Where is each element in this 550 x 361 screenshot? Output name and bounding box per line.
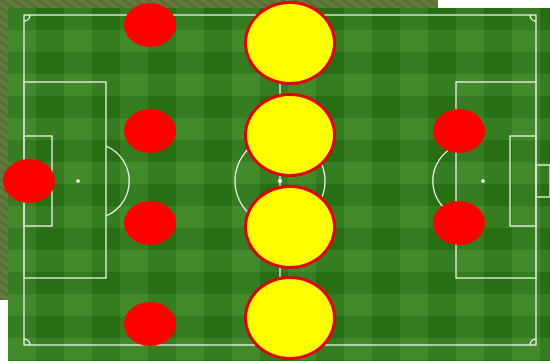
yellow-player-2: [244, 93, 336, 177]
red-player-right-2: [433, 201, 485, 245]
corner-arc-top-right: [530, 15, 536, 21]
right-goal-area: [510, 136, 536, 226]
red-player-goalkeeper: [3, 159, 55, 203]
red-player-left-1: [124, 3, 176, 47]
red-player-left-4: [124, 302, 176, 346]
red-player-right-1: [433, 109, 485, 153]
right-penalty-spot: [481, 179, 485, 183]
right-goal: [536, 165, 550, 197]
corner-arc-bottom-right: [530, 339, 536, 345]
yellow-player-4: [244, 276, 336, 360]
left-penalty-spot: [76, 179, 80, 183]
yellow-player-1: [244, 1, 336, 85]
left-penalty-arc: [106, 146, 129, 216]
red-player-left-3: [124, 201, 176, 245]
yellow-player-3: [244, 185, 336, 269]
corner-arc-bottom-left: [24, 339, 30, 345]
red-player-left-2: [124, 109, 176, 153]
corner-arc-top-left: [24, 15, 30, 21]
center-spot: [278, 179, 282, 183]
